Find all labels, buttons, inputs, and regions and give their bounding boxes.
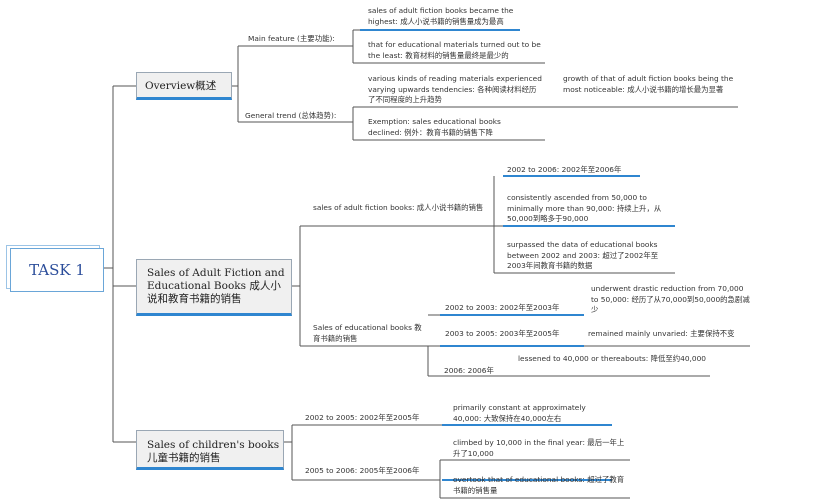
main-item-1: sales of adult fiction books became the … (368, 6, 514, 26)
root-label: TASK 1 (29, 261, 85, 279)
overview-label: Overview概述 (145, 80, 217, 92)
adult-label: sales of adult fiction books: 成人小说书籍的销售 (313, 203, 484, 212)
edu-label: Sales of educational books 教育书籍的销售 (313, 323, 422, 343)
general-trend-label: General trend (总体趋势): (245, 111, 337, 120)
main-feature-label: Main feature (主要功能): (248, 34, 335, 43)
adult-item-2: consistently ascended from 50,000 to min… (507, 193, 662, 223)
adult-edu-node[interactable]: Sales of Adult Fiction and Educational B… (136, 259, 292, 316)
edu-period-2: 2003 to 2005: 2003年至2005年 (445, 329, 560, 338)
main-item-2: that for educational materials turned ou… (368, 40, 541, 60)
adult-item-1: 2002 to 2006: 2002年至2006年 (507, 165, 622, 174)
edu-detail-2: remained mainly unvaried: 主要保持不变 (588, 329, 735, 338)
child-detail-2: climbed by 10,000 in the final year: 最后一… (453, 438, 625, 458)
trend-item-2: Exemption: sales educational books decli… (368, 117, 501, 137)
child-period-1: 2002 to 2005: 2002年至2005年 (305, 413, 420, 422)
children-node[interactable]: Sales of children's books 儿童书籍的销售 (136, 430, 284, 470)
trend-item-1: various kinds of reading materials exper… (368, 74, 542, 104)
children-label: Sales of children's books 儿童书籍的销售 (147, 439, 280, 464)
child-detail-1: primarily constant at approximately 40,0… (453, 403, 586, 423)
overview-node[interactable]: Overview概述 (136, 72, 232, 100)
edu-period-3: 2006: 2006年 (444, 366, 494, 375)
adult-edu-label: Sales of Adult Fiction and Educational B… (147, 267, 285, 305)
adult-item-3: surpassed the data of educational books … (507, 240, 659, 270)
edu-period-1: 2002 to 2003: 2002年至2003年 (445, 303, 560, 312)
child-detail-3: overtook that of educational books: 超过了教… (453, 475, 625, 495)
edu-detail-1: underwent drastic reduction from 70,000 … (591, 284, 750, 314)
trend-sub-1: growth of that of adult fiction books be… (563, 74, 734, 94)
root-node[interactable]: TASK 1 (10, 248, 104, 292)
edu-detail-3: lessened to 40,000 or thereabouts: 降低至约4… (518, 354, 706, 363)
child-period-2: 2005 to 2006: 2005年至2006年 (305, 466, 420, 475)
